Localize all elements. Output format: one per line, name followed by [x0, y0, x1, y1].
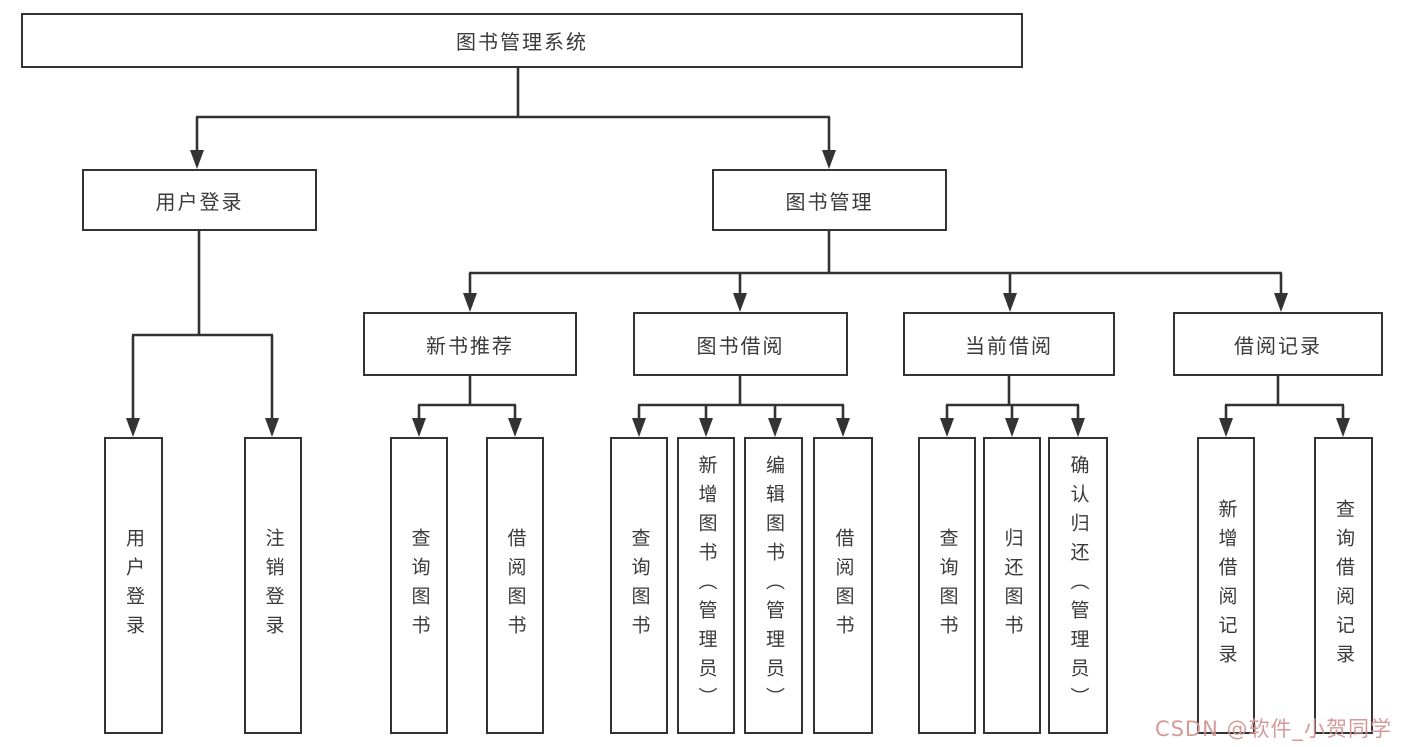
leaf-label: 查询图书 [936, 527, 959, 644]
node-label: 当前借阅 [965, 333, 1053, 358]
node-label: 图书管理系统 [456, 30, 588, 54]
leaf-label: 确认归还（管理员） [1067, 455, 1090, 716]
leaf-user-login: 用户登录 [104, 437, 163, 734]
node-book-management: 图书管理 [712, 169, 947, 231]
leaf-label: 新增图书（管理员） [695, 455, 718, 716]
leaf-label: 查询图书 [628, 527, 651, 644]
leaf-label: 用户登录 [123, 527, 145, 644]
leaf-label: 借阅图书 [504, 527, 527, 644]
node-root-library-system: 图书管理系统 [21, 13, 1023, 68]
node-label: 图书借阅 [696, 333, 785, 358]
leaf-borrow-books: 借阅图书 [813, 437, 873, 734]
leaf-label: 查询图书 [408, 527, 431, 644]
leaf-edit-books-admin: 编辑图书（管理员） [744, 437, 803, 734]
node-borrowing-records: 借阅记录 [1173, 312, 1383, 376]
node-current-borrowing: 当前借阅 [903, 312, 1115, 376]
node-label: 新书推荐 [426, 333, 514, 358]
leaf-query-books-recommend: 查询图书 [390, 437, 448, 734]
leaf-label: 借阅图书 [832, 527, 855, 644]
leaf-label: 编辑图书（管理员） [763, 455, 785, 716]
node-label: 用户登录 [155, 189, 244, 214]
leaf-label: 查询借阅记录 [1333, 498, 1355, 673]
leaf-add-books-admin: 新增图书（管理员） [677, 437, 735, 734]
leaf-label: 新增借阅记录 [1215, 498, 1238, 673]
leaf-query-books-current: 查询图书 [918, 437, 976, 734]
leaf-logout: 注销登录 [244, 437, 302, 734]
leaf-return-books: 归还图书 [983, 437, 1041, 734]
leaf-label: 归还图书 [1001, 527, 1024, 644]
leaf-query-borrow-record: 查询借阅记录 [1314, 437, 1373, 734]
leaf-label: 注销登录 [262, 527, 285, 644]
leaf-query-books-borrow: 查询图书 [610, 437, 668, 734]
leaf-confirm-return-admin: 确认归还（管理员） [1048, 437, 1108, 734]
node-user-login: 用户登录 [82, 169, 317, 231]
node-book-borrowing: 图书借阅 [633, 312, 848, 376]
node-label: 图书管理 [785, 189, 874, 214]
leaf-add-borrow-record: 新增借阅记录 [1197, 437, 1255, 734]
node-new-book-recommendation: 新书推荐 [363, 312, 577, 376]
node-label: 借阅记录 [1234, 333, 1322, 358]
leaf-borrow-books-recommend: 借阅图书 [486, 437, 544, 734]
csdn-watermark: CSDN @软件_小贺同学 [1154, 717, 1392, 741]
